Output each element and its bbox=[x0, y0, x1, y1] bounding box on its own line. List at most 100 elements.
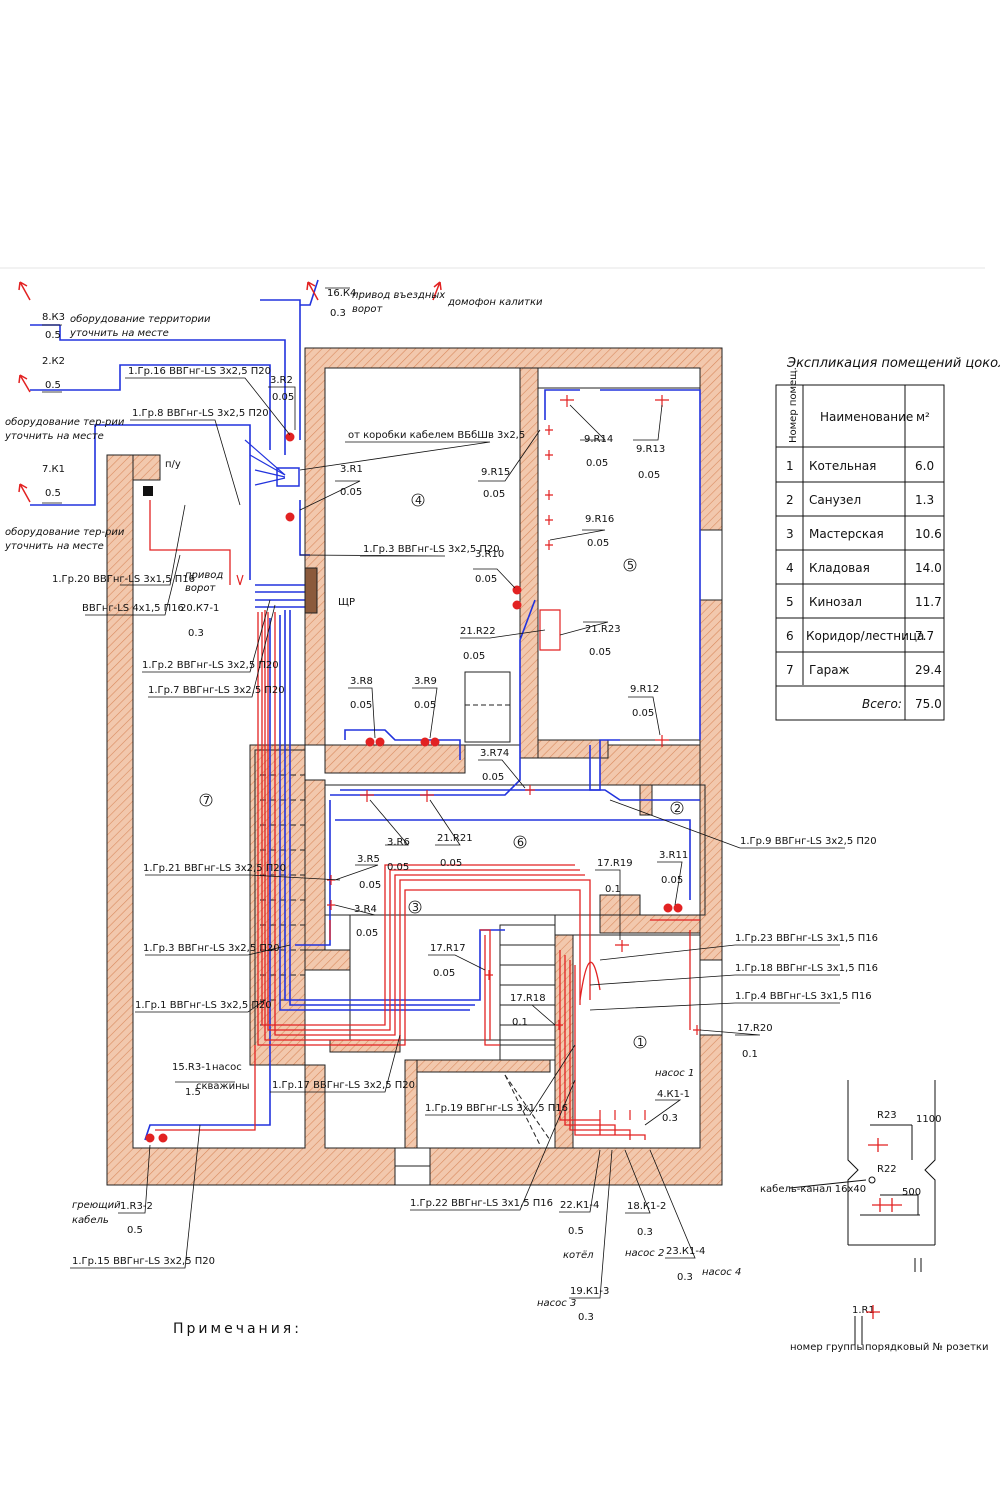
note-pump-well2: скважины bbox=[196, 1081, 250, 1092]
socket-id: 3.R10 bbox=[475, 549, 504, 560]
wall-4-6 bbox=[324, 744, 466, 774]
outside-leads bbox=[18, 281, 442, 503]
total-value: 75.0 bbox=[915, 697, 942, 711]
socket-val: 0.3 bbox=[188, 628, 204, 639]
cable-gr9: 1.Гр.9 ВВГнг-LS 3х2,5 П20 bbox=[740, 836, 877, 847]
red-cables bbox=[149, 500, 700, 1140]
metering-label: п/у bbox=[165, 459, 181, 470]
room-6: 6 bbox=[517, 836, 524, 849]
table-header-area: м² bbox=[916, 410, 930, 424]
socket-val: 0.05 bbox=[661, 875, 683, 886]
socket-id: 3.R11 bbox=[659, 850, 688, 861]
wall-6-3 bbox=[304, 779, 326, 961]
row-name: Котельная bbox=[809, 459, 876, 473]
row-name: Кладовая bbox=[809, 561, 870, 575]
note-heating1: греющий bbox=[72, 1200, 121, 1211]
room-numbers bbox=[199, 493, 684, 1049]
cable-gr17: 1.Гр.17 ВВГнг-LS 3х2,5 П20 bbox=[272, 1080, 415, 1091]
socket-id: 1.R3-2 bbox=[120, 1201, 153, 1212]
label-k2-id: 2.К2 bbox=[42, 356, 65, 367]
cable-gr20: 1.Гр.20 ВВГнг-LS 3х1,5 П16 bbox=[52, 574, 195, 585]
label-k1-note2: уточнить на месте bbox=[4, 541, 104, 552]
socket-val: 0.3 bbox=[662, 1113, 678, 1124]
socket-val: 0.05 bbox=[340, 487, 362, 498]
row-name: Кинозал bbox=[809, 595, 862, 609]
row-num: 5 bbox=[786, 595, 794, 609]
socket-val: 0.05 bbox=[433, 968, 455, 979]
socket-id: 17.R19 bbox=[597, 858, 633, 869]
row-num: 6 bbox=[786, 629, 794, 643]
socket-val: 0.3 bbox=[677, 1272, 693, 1283]
row-area: 1.3 bbox=[915, 493, 934, 507]
socket-id: 3.R5 bbox=[357, 854, 380, 865]
label-k4-note1: привод въездных bbox=[352, 290, 445, 301]
note-pump-well1: насос bbox=[212, 1062, 242, 1073]
label-k1-id: 7.К1 bbox=[42, 464, 65, 475]
cable-gr8: 1.Гр.8 ВВГнг-LS 3х2,5 П20 bbox=[132, 408, 269, 419]
socket-id: 9.R15 bbox=[481, 467, 510, 478]
row-area: 10.6 bbox=[915, 527, 942, 541]
socket-val: 0.05 bbox=[359, 880, 381, 891]
socket-val: 0.1 bbox=[742, 1049, 758, 1060]
note-gate-drive1: привод bbox=[185, 570, 223, 581]
panel-label: ЩР bbox=[338, 597, 355, 608]
row-area: 14.0 bbox=[915, 561, 942, 575]
socket-val: 0.05 bbox=[586, 458, 608, 469]
label-k4-id: 16.К4 bbox=[327, 288, 356, 299]
row-num: 2 bbox=[786, 493, 794, 507]
socket-val: 0.05 bbox=[632, 708, 654, 719]
socket-id: 3.R2 bbox=[270, 375, 293, 386]
note-pump2: насос 2 bbox=[625, 1248, 664, 1259]
label-k2-val: 0.5 bbox=[45, 380, 61, 391]
row-area: 11.7 bbox=[915, 595, 942, 609]
cable-gr7: 1.Гр.7 ВВГнг-LS 3х2,5 П20 bbox=[148, 685, 285, 696]
label-k1-val: 0.5 bbox=[45, 488, 61, 499]
cable-gr2: 1.Гр.2 ВВГнг-LS 3х2,5 П20 bbox=[142, 660, 279, 671]
socket-id: 22.К1-4 bbox=[560, 1200, 599, 1211]
room-2: 2 bbox=[674, 802, 681, 815]
notes-title: Примечания: bbox=[173, 1321, 302, 1337]
socket-id: 20.К7-1 bbox=[180, 603, 219, 614]
detail-1100: 1100 bbox=[916, 1114, 941, 1125]
socket-val: 0.3 bbox=[637, 1227, 653, 1238]
cable-gr21: 1.Гр.21 ВВГнг-LS 3х2,5 П20 bbox=[143, 863, 286, 874]
wall-4-5 bbox=[519, 367, 539, 759]
detail-500: 500 bbox=[902, 1187, 921, 1198]
socket-id: 21.R23 bbox=[585, 624, 621, 635]
label-k3-note2: уточнить на месте bbox=[69, 328, 169, 339]
room-1: 1 bbox=[637, 1036, 644, 1049]
note-heating2: кабель bbox=[72, 1214, 109, 1226]
key-socket-label: порядковый № розетки bbox=[865, 1342, 988, 1353]
note-pump1: насос 1 bbox=[655, 1068, 694, 1079]
row-name: Гараж bbox=[809, 663, 850, 677]
note-boiler: котёл bbox=[563, 1250, 594, 1261]
detail-channel: кабель-канал 16х40 bbox=[760, 1184, 866, 1195]
row-num: 4 bbox=[786, 561, 794, 575]
cable-gr18: 1.Гр.18 ВВГнг-LS 3х1,5 П16 bbox=[735, 963, 878, 974]
row-num: 3 bbox=[786, 527, 794, 541]
socket-val: 0.05 bbox=[272, 392, 294, 403]
socket-val: 0.05 bbox=[638, 470, 660, 481]
row-area: 6.0 bbox=[915, 459, 934, 473]
socket-val: 0.05 bbox=[463, 651, 485, 662]
socket-val: 0.05 bbox=[387, 862, 409, 873]
cable-box-note: от коробки кабелем ВБбШв 3х2,5 bbox=[348, 430, 525, 441]
total-label: Всего: bbox=[862, 697, 902, 711]
distribution-panel bbox=[304, 567, 318, 614]
key-group-label: номер группы bbox=[790, 1342, 864, 1353]
blue-cables bbox=[30, 279, 701, 1141]
label-k3-note1: оборудование территории bbox=[70, 313, 211, 325]
socket-id: 23.К1-4 bbox=[666, 1246, 705, 1257]
socket-id: 18.К1-2 bbox=[627, 1201, 666, 1212]
room-number-labels: 1 2 3 4 5 6 7 bbox=[203, 494, 681, 1049]
socket-val: 0.3 bbox=[578, 1312, 594, 1323]
socket-id: 9.R13 bbox=[636, 444, 665, 455]
socket-id: 4.К1-1 bbox=[657, 1089, 690, 1100]
outside-labels: 8.К3 0.5 оборудование территории уточнит… bbox=[4, 288, 543, 552]
socket-id: 21.R21 bbox=[437, 833, 473, 844]
cable-gr3a: 1.Гр.3 ВВГнг-LS 3х2,5 П20 bbox=[363, 544, 500, 555]
socket-symbols bbox=[145, 432, 683, 1143]
socket-id: 15.R3-1 bbox=[172, 1062, 211, 1073]
